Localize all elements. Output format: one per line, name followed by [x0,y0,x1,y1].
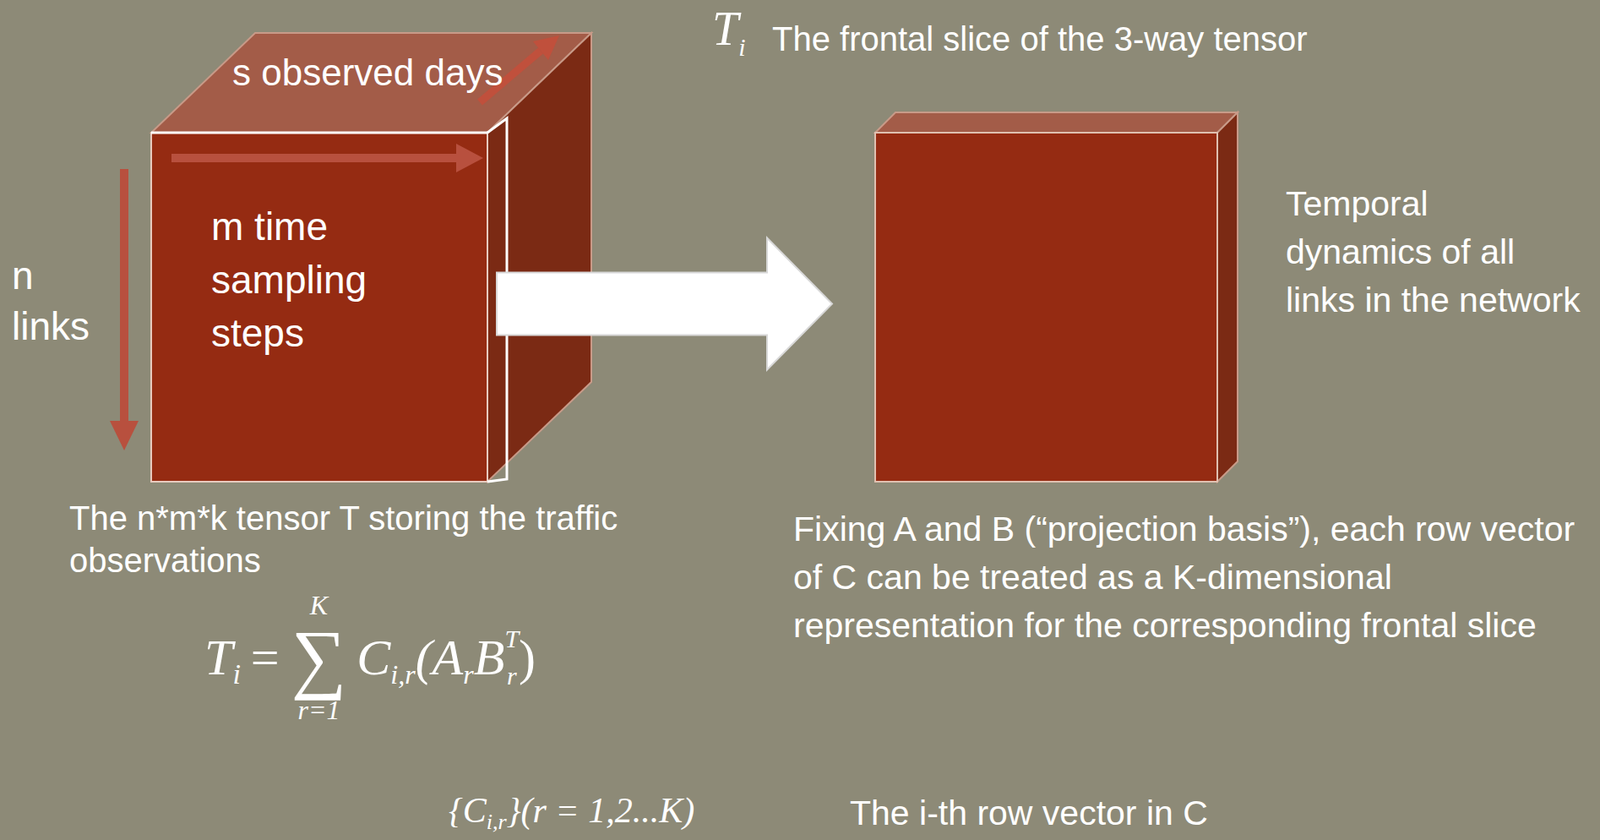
axis-label: m time sampling steps [211,200,440,360]
slice-heading: Ti [712,5,746,53]
cube-front [151,132,488,482]
slice-title: The frontal slice of the 3-way tensor [772,18,1364,60]
formula-term: (A [415,631,464,683]
block-arrow [496,238,833,371]
tensor-cube: s observed daysm time sampling steps [151,132,488,482]
subscript: i [232,659,240,689]
sum-limit: r=1 [297,696,340,724]
subscript: r [462,660,474,688]
sum-limit: K [310,591,328,619]
vector-notation: }(r = 1,2...K) [506,792,695,828]
axis-arrow [171,153,461,163]
axis-arrow [119,168,129,425]
summation: K∑r=1 [291,591,348,724]
subscript: i,r [390,660,415,688]
formula-operator: = [250,631,280,683]
cube-side [487,32,592,482]
formula-term: C [356,631,391,683]
sum-symbol: ∑ [291,618,348,697]
formula-term: B [473,631,506,683]
vector-description: The i-th row vector in C [849,792,1442,833]
tensor-symbol: T [712,5,739,53]
tensor-caption: The n*m*k tensor T storing the traffic o… [69,496,762,582]
subscript: r [506,663,518,689]
slab-side [1217,112,1238,482]
vector-notation-row: {Ci,r}(r = 1,2...K) [448,792,695,828]
subscript: i,r [486,810,507,833]
frontal-slice: Temporal dynamics of all links in the ne… [875,132,1218,482]
vector-notation: {C [448,792,487,828]
superscript: T [504,625,519,652]
explanation-text: Fixing A and B (“projection basis”), eac… [793,505,1592,650]
arrow-head [533,35,560,60]
axis-label: s observed days [232,50,512,95]
slab-front [875,132,1218,482]
slice-description: Temporal dynamics of all links in the ne… [1285,179,1582,325]
math-space [511,651,512,664]
arrow-head [456,143,484,173]
subscript: i [738,34,746,60]
arrow-head [109,420,139,451]
decomposition-formula: Ti=K∑r=1Ci,r(ArBTr) [204,591,536,724]
formula-term: T [204,631,233,683]
slice-outline [151,131,488,135]
slab-top [875,112,1238,133]
axis-label: n links [11,250,114,352]
sub-superscript: Tr [504,625,519,689]
formula-term: ) [518,631,536,683]
